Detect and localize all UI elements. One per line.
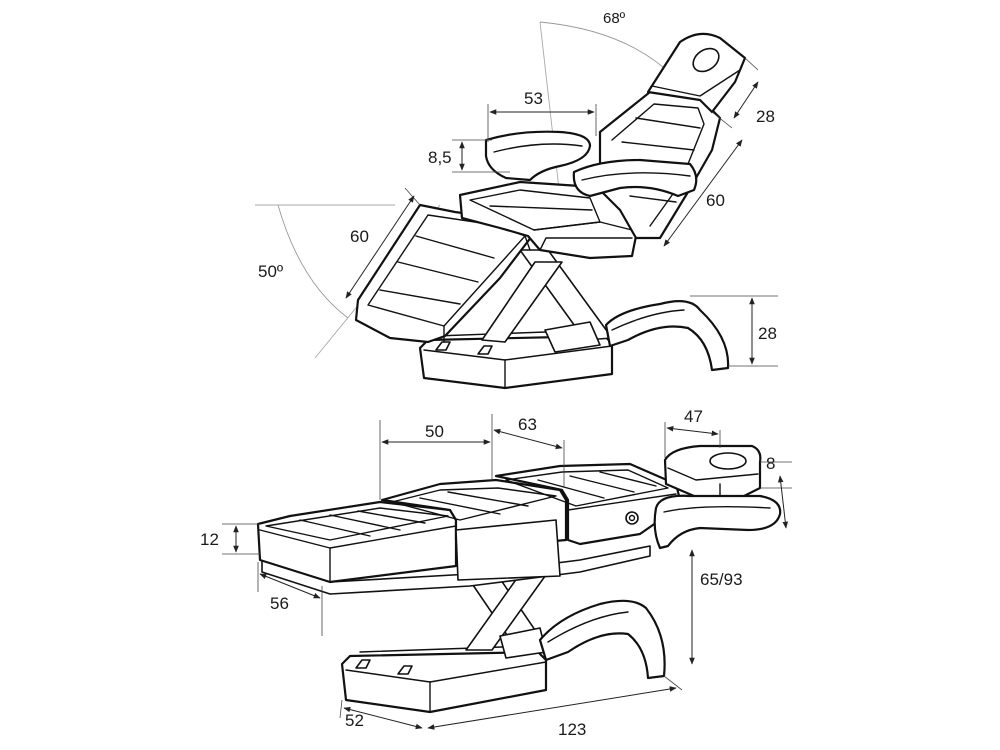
flat-view: 50 63 47 8 12 56 65/93 52 123 xyxy=(200,407,792,739)
label-total-length-123: 123 xyxy=(558,720,586,739)
flat-dimensions xyxy=(222,414,792,730)
label-leg-56: 56 xyxy=(270,594,289,613)
label-armrest-height: 8,5 xyxy=(428,148,452,167)
label-base-width-52: 52 xyxy=(345,711,364,730)
chair-dimensions xyxy=(345,57,778,367)
label-backrest-60: 60 xyxy=(706,191,725,210)
chair-headrest xyxy=(646,32,747,114)
label-height-range: 65/93 xyxy=(700,570,743,589)
flat-column xyxy=(459,563,551,659)
label-headrest-28: 28 xyxy=(756,107,775,126)
label-headrest-8: 8 xyxy=(766,454,775,473)
label-armrest-span: 53 xyxy=(524,89,543,108)
flat-seat xyxy=(380,478,568,581)
label-back-63: 63 xyxy=(518,415,537,434)
flat-backrest xyxy=(494,462,682,546)
flat-dimension-labels: 50 63 47 8 12 56 65/93 52 123 xyxy=(200,407,775,739)
label-headrest-47: 47 xyxy=(684,407,703,426)
chair-view: 68º 53 28 8,5 60 60 50º 28 xyxy=(255,10,778,390)
label-angle-back: 68º xyxy=(603,10,626,27)
label-leg-60: 60 xyxy=(350,227,369,246)
flat-headrest xyxy=(663,444,762,500)
flat-rear-support xyxy=(538,599,666,680)
label-angle-legs: 50º xyxy=(258,262,283,281)
label-seat-50: 50 xyxy=(425,422,444,441)
flat-armrest xyxy=(653,494,782,550)
label-cushion-12: 12 xyxy=(200,530,219,549)
chair-dimension-labels: 68º 53 28 8,5 60 60 50º 28 xyxy=(258,10,777,343)
chair-rear-support xyxy=(604,299,730,372)
label-base-height-28: 28 xyxy=(758,324,777,343)
